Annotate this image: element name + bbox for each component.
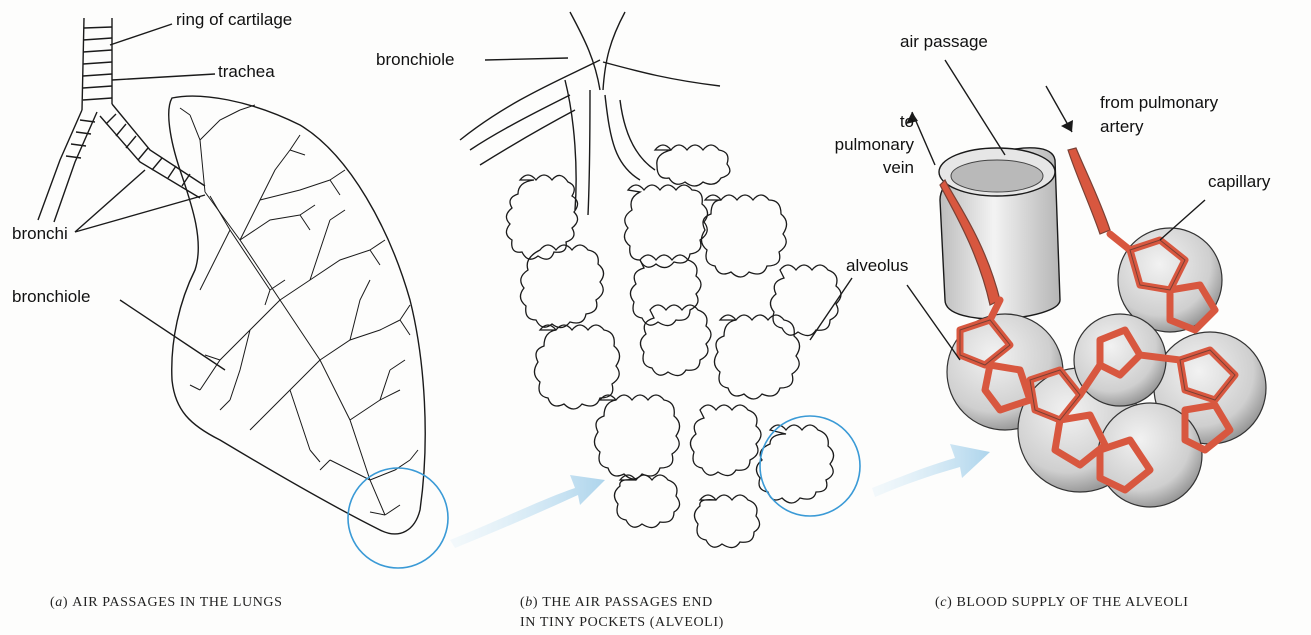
label-ring-of-cartilage: ring of cartilage [176, 10, 292, 30]
alveolar-lobe [694, 495, 759, 548]
magnifier-circle-b [760, 416, 860, 516]
alveolar-lobe [701, 195, 786, 277]
label-bronchi: bronchi [12, 224, 68, 244]
alveolar-lobe [614, 475, 679, 528]
caption-a-letter: a [55, 595, 63, 610]
panel-a-lung-drawing [38, 18, 425, 534]
panel-b-pointer-lines [485, 58, 852, 340]
caption-b-text-line1: THE AIR PASSAGES END [542, 595, 713, 610]
caption-a: (a) AIR PASSAGES IN THE LUNGS [50, 593, 283, 613]
pulmonary-artery-vessel [1068, 148, 1110, 234]
alveolar-lobe [714, 315, 799, 399]
alveolar-lobe [756, 425, 833, 503]
label-to-vein-line2: pulmonary [810, 135, 914, 155]
transition-arrow-bc [872, 444, 990, 497]
caption-c-text: BLOOD SUPPLY OF THE ALVEOLI [956, 595, 1188, 610]
label-alveolus: alveolus [846, 256, 908, 276]
alveolar-lobe [640, 305, 711, 376]
label-bronchiole-a: bronchiole [12, 287, 90, 307]
caption-a-text: AIR PASSAGES IN THE LUNGS [72, 595, 282, 610]
alveolar-lobe [506, 175, 577, 259]
lung-outline [169, 96, 425, 534]
label-from-artery-line1: from pulmonary [1100, 93, 1218, 113]
magnifier-circle-a [348, 468, 448, 568]
label-capillary: capillary [1208, 172, 1270, 192]
panel-c-blood-supply-drawing [906, 60, 1266, 507]
label-bronchiole-b: bronchiole [376, 50, 454, 70]
caption-c: (c) BLOOD SUPPLY OF THE ALVEOLI [935, 593, 1189, 613]
label-to-vein-line1: to [846, 112, 914, 132]
alveolar-lobe [770, 265, 841, 336]
alveolar-lobe [655, 145, 730, 186]
caption-b-letter: b [525, 595, 533, 610]
alveolar-lobe [534, 325, 619, 409]
air-passage-lumen [951, 160, 1043, 192]
panel-a-pointer-lines [75, 24, 225, 370]
panel-b-alveoli-drawing [460, 12, 852, 548]
alveolar-lobe [594, 395, 679, 479]
label-from-artery-line2: artery [1100, 117, 1143, 137]
bronchiole-tree [180, 105, 418, 515]
caption-b-text-line2: IN TINY POCKETS (ALVEOLI) [520, 615, 724, 630]
label-to-vein-line3: vein [846, 158, 914, 178]
caption-c-letter: c [940, 595, 947, 610]
alveolar-lobe [690, 405, 761, 476]
label-air-passage: air passage [900, 32, 988, 52]
alveolar-lobe [630, 255, 701, 326]
transition-arrow-ab [450, 475, 605, 548]
label-trachea: trachea [218, 62, 275, 82]
alveolar-lobe [520, 245, 603, 328]
